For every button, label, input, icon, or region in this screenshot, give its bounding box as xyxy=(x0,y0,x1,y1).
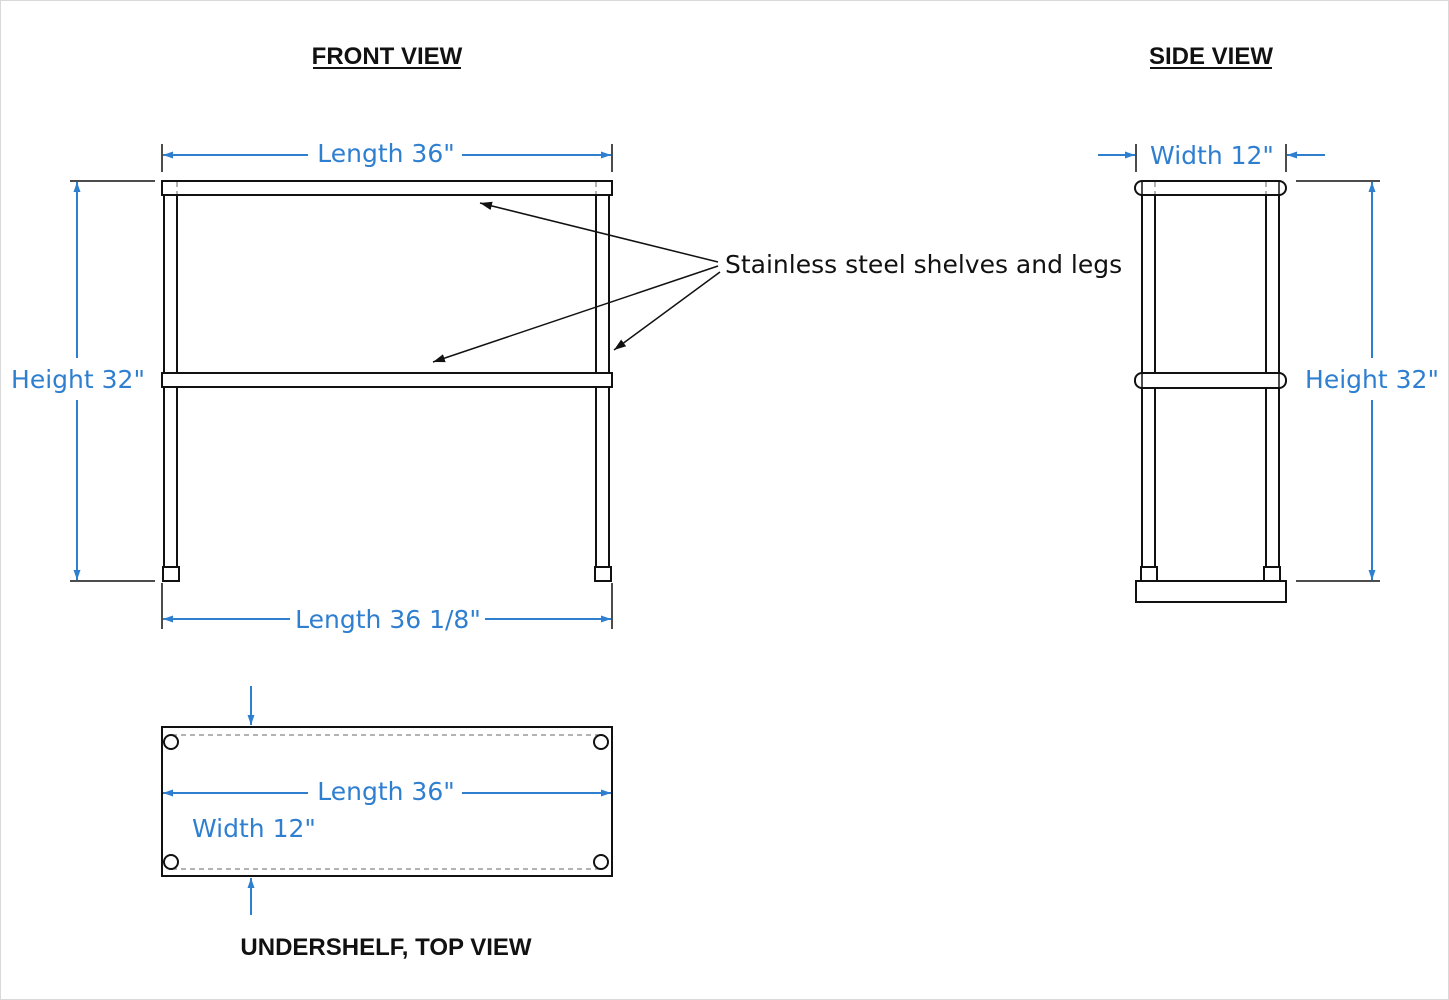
front-right-foot xyxy=(594,566,612,582)
callout-leader-under-shelf xyxy=(432,265,719,363)
callout-leader-leg xyxy=(613,271,721,351)
top-view-leg-hole-bottom-right xyxy=(593,854,609,870)
side-top-shelf xyxy=(1134,180,1287,196)
front-view: FRONT VIEW Length 36" Height 32" Length xyxy=(10,43,1122,634)
front-height-label: Height 32" xyxy=(11,365,145,394)
front-view-title: FRONT VIEW xyxy=(312,43,463,70)
undershelf-top-view: Length 36" Width 12" UNDERSHELF, TOP VIE… xyxy=(161,686,613,961)
front-left-foot xyxy=(162,566,180,582)
side-view-title: SIDE VIEW xyxy=(1149,43,1273,70)
front-length-top-label: Length 36" xyxy=(317,139,455,168)
front-length-bottom-label: Length 36 1/8" xyxy=(295,605,481,634)
front-under-shelf xyxy=(161,372,613,388)
top-view-width-label: Width 12" xyxy=(192,814,316,843)
side-right-foot xyxy=(1263,566,1281,582)
side-width-label: Width 12" xyxy=(1150,141,1274,170)
top-view-title: UNDERSHELF, TOP VIEW xyxy=(240,934,532,961)
callout-leader-top-shelf xyxy=(479,201,719,263)
side-under-shelf xyxy=(1134,372,1287,389)
side-left-foot xyxy=(1140,566,1158,582)
side-view: SIDE VIEW Width 12" Height 32" xyxy=(1098,43,1440,603)
front-top-shelf xyxy=(161,180,613,196)
top-view-shelf-outline xyxy=(161,726,613,877)
side-height-label: Height 32" xyxy=(1305,365,1439,394)
top-view-leg-hole-bottom-left xyxy=(163,854,179,870)
side-base xyxy=(1135,580,1287,603)
callout-label: Stainless steel shelves and legs xyxy=(725,250,1122,279)
top-view-length-label: Length 36" xyxy=(317,777,455,806)
top-view-leg-hole-top-right xyxy=(593,734,609,750)
top-view-leg-hole-top-left xyxy=(163,734,179,750)
